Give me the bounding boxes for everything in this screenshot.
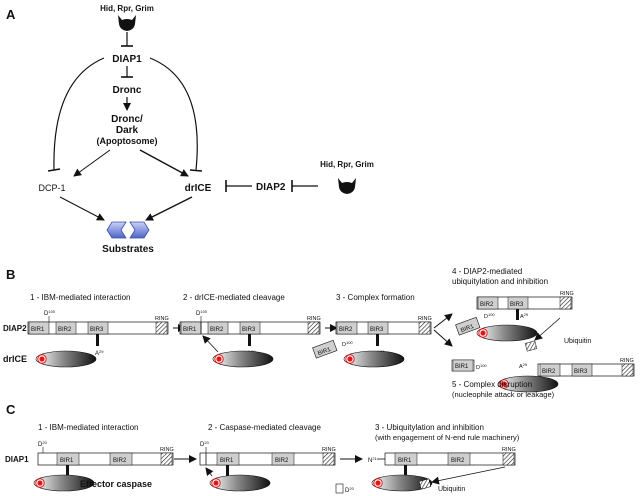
diap1-label: DIAP1: [112, 54, 142, 65]
c3-ubiquitin-icon: [418, 478, 432, 490]
cow-skull-icon-right: [338, 178, 356, 194]
c-step2-label: 2 - Caspase-mediated cleavage: [208, 423, 322, 432]
substrate-icon: [106, 221, 150, 239]
b3-diap2-bar: [335, 321, 432, 335]
c2-ring: RING: [322, 447, 336, 453]
inhibitors-top-label: Hid, Rpr, Grim: [100, 4, 154, 13]
b5-d-label: D100: [476, 363, 487, 371]
c1-d-label: D20: [38, 440, 48, 448]
b2-bir2: BIR2: [210, 327, 224, 333]
c-diap1-protein-label: DIAP1: [5, 455, 29, 464]
b4-bir2: BIR2: [480, 302, 494, 308]
b5-bir1-fragment: [451, 359, 475, 372]
c3-bir1: BIR1: [398, 458, 412, 464]
b2-ring: RING: [307, 316, 321, 322]
b-diap2-protein-label: DIAP2: [3, 324, 27, 333]
b4-ring: RING: [560, 291, 574, 297]
b3-bir3: BIR3: [370, 327, 384, 333]
panel-label-c: C: [6, 402, 16, 417]
b5-a-label: A29: [519, 362, 528, 370]
b4-bir1-fragment: [455, 316, 481, 336]
b3-d-label: D100: [342, 340, 353, 348]
b1-d-label: D100: [44, 309, 56, 317]
c1-diap1-bar: [37, 452, 174, 466]
c-step3-label-1: 3 - Ubiquitylation and inhibition: [375, 423, 484, 432]
panel-label-b: B: [6, 267, 15, 282]
c2-caspase: [209, 474, 271, 492]
c3-n-label: N21: [368, 456, 378, 464]
b-drice-caspase-label: drICE: [3, 354, 27, 364]
b2-bir3: BIR3: [242, 327, 256, 333]
c1-ring: RING: [160, 447, 174, 453]
b4-ubiquitin-label: Ubiquitin: [564, 338, 591, 345]
c3-bir2: BIR2: [451, 458, 465, 464]
b5-bir3: BIR3: [574, 369, 588, 375]
b2-diap2-bar: [179, 321, 321, 335]
b4-diap2-bar: [476, 296, 573, 310]
b-step5-label-1: 5 - Complex disruption: [452, 380, 532, 389]
b1-ring: RING: [155, 316, 169, 322]
c2-diap1-bar: [199, 452, 336, 466]
apoptosome-label-1: Dronc/: [111, 114, 143, 125]
b-step3-label: 3 - Complex formation: [336, 293, 415, 302]
b1-bir1: BIR1: [31, 327, 45, 333]
inhibitors-right-label: Hid, Rpr, Grim: [320, 160, 374, 169]
b3-caspase: [343, 350, 405, 368]
b-step4-label-1: 4 - DIAP2-mediated: [452, 267, 522, 276]
b4-ubiquitin-icon: [524, 340, 538, 352]
b-step2-label: 2 - drICE-mediated cleavage: [183, 293, 285, 302]
dcp1-label: DCP-1: [38, 183, 65, 193]
b-step1-label: 1 - IBM-mediated interaction: [30, 293, 131, 302]
b5-bir2: BIR2: [542, 369, 556, 375]
cow-skull-icon: [118, 15, 136, 31]
b4-bir3: BIR3: [510, 302, 524, 308]
b-step5-label-2: (nucleophile attack or leakage): [452, 390, 555, 399]
b4-bir1: BIR1: [460, 324, 475, 334]
c3-cleaved-fragment: [335, 483, 344, 494]
b4-caspase: [476, 324, 538, 342]
dronc-label: Dronc: [113, 85, 142, 96]
b3-bir2: BIR2: [339, 327, 353, 333]
c2-bir1: BIR1: [220, 458, 234, 464]
apoptosome-label-3: (Apoptosome): [97, 136, 158, 146]
b4-a-label: A29: [520, 312, 529, 320]
b1-diap2-bar: [27, 321, 169, 335]
c-step3-label-2: (with engagement of N-end rule machinery…: [375, 433, 520, 442]
c-step1-label: 1 - IBM-mediated interaction: [38, 423, 139, 432]
b5-bir1: BIR1: [455, 364, 469, 370]
c2-bir2: BIR2: [275, 458, 289, 464]
b1-bir2: BIR2: [58, 327, 72, 333]
drice-label: drICE: [185, 183, 212, 194]
b3-ring: RING: [418, 316, 432, 322]
c3-ubiquitin-label: Ubiquitin: [438, 486, 465, 493]
b4-d-label: D100: [484, 312, 495, 320]
c1-bir1: BIR1: [60, 458, 74, 464]
b3-bir1-fragment: [312, 339, 338, 359]
b1-caspase: [35, 350, 97, 368]
diap2-label: DIAP2: [256, 182, 286, 193]
b5-ring: RING: [620, 358, 634, 364]
substrates-label: Substrates: [102, 244, 154, 255]
b2-caspase: [212, 350, 274, 368]
panel-label-a: A: [6, 7, 16, 22]
b1-bir3: BIR3: [90, 327, 104, 333]
c2-d-label: D20: [200, 440, 210, 448]
c3-d-label: D20: [345, 486, 355, 494]
b5-diap2-bar: [537, 363, 635, 377]
b1-a-label: A29: [95, 349, 104, 357]
c3-ring: RING: [502, 447, 516, 453]
apoptosome-label-2: Dark: [116, 125, 139, 136]
c3-diap1-bar: [384, 452, 516, 466]
c1-bir2: BIR2: [113, 458, 127, 464]
b2-d-label: D100: [196, 309, 208, 317]
b3-bir1: BIR1: [317, 347, 332, 357]
b-step4-label-2: ubiquitylation and inhibition: [452, 277, 548, 286]
c-effector-caspase-label: Effector caspase: [80, 479, 152, 489]
b2-bir1: BIR1: [183, 327, 197, 333]
